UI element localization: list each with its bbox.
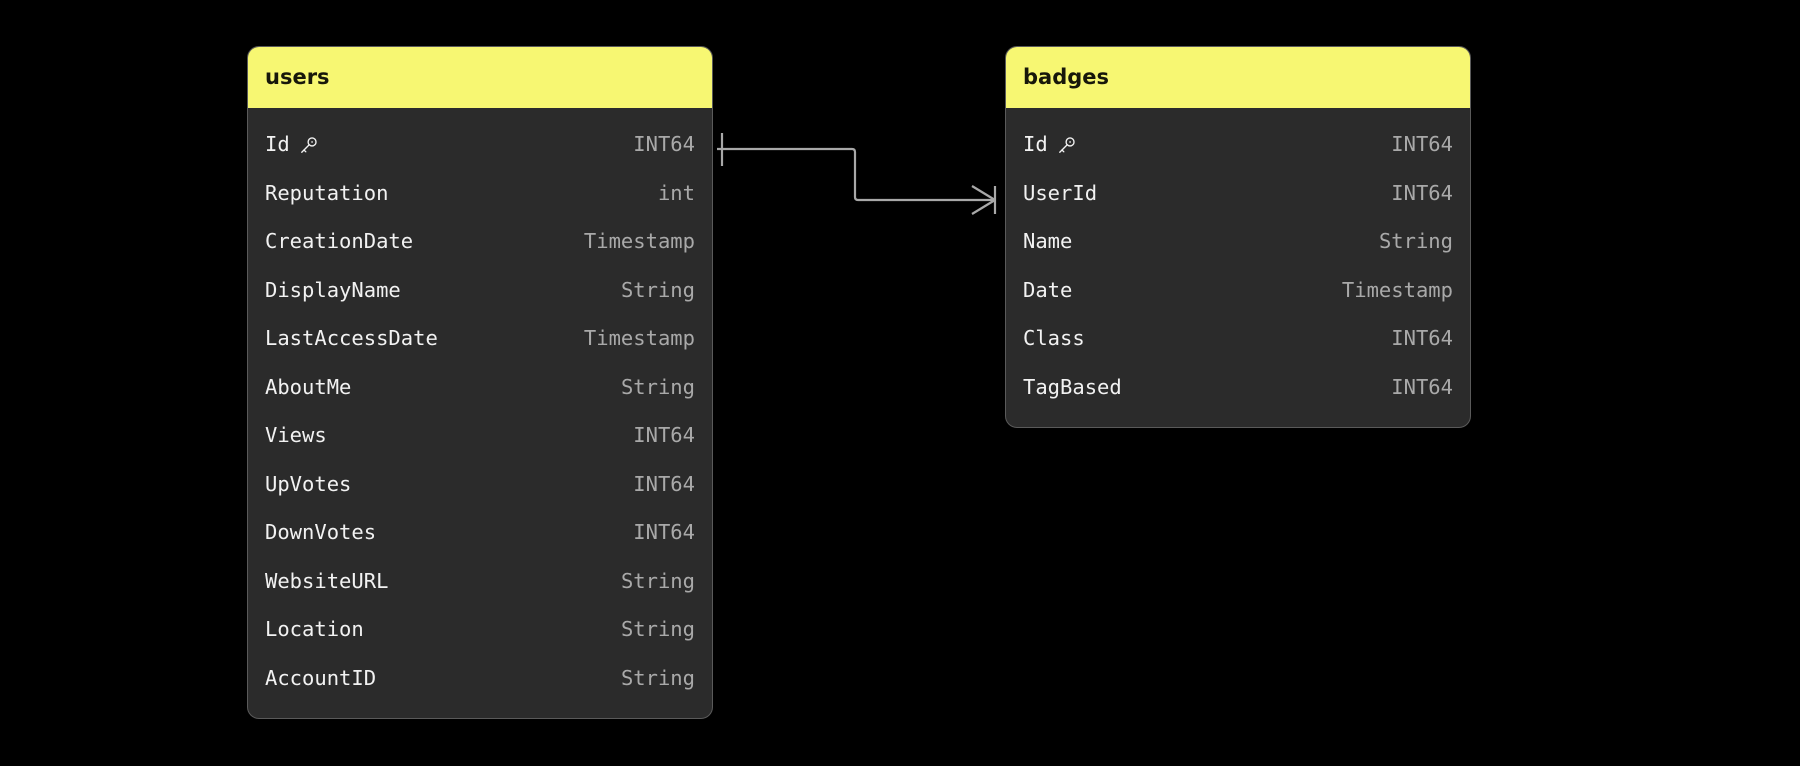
field-type: String (620, 374, 695, 399)
field-name: DownVotes (265, 520, 376, 544)
field-name: Location (265, 617, 364, 641)
field-type: INT64 (1391, 374, 1453, 399)
field-name: AboutMe (265, 375, 351, 399)
cardinality-many-marker (971, 185, 997, 215)
field-name: Id (265, 132, 318, 156)
field-type: INT64 (633, 132, 695, 157)
field-name: TagBased (1023, 375, 1122, 399)
field-name: Name (1023, 229, 1072, 253)
field-label: Location (265, 617, 364, 642)
field-label: UserId (1023, 180, 1098, 205)
field-label: AboutMe (265, 374, 352, 399)
field-type: Timestamp (583, 229, 695, 254)
field-label: UpVotes (265, 471, 352, 496)
field-row-tagbased[interactable]: TagBased INT64 (1006, 363, 1470, 412)
field-name: Views (265, 423, 327, 447)
field-label: Id (265, 132, 290, 157)
field-type: String (620, 617, 695, 642)
field-row-accountid[interactable]: AccountID String (248, 654, 712, 703)
field-row-downvotes[interactable]: DownVotes INT64 (248, 508, 712, 557)
field-type: INT64 (633, 423, 695, 448)
field-label: Class (1023, 326, 1085, 351)
field-row-id[interactable]: Id INT64 (1006, 120, 1470, 169)
field-name: Class (1023, 326, 1085, 350)
entity-card-badges[interactable]: badges Id INT64 (1005, 46, 1471, 428)
field-name: Date (1023, 278, 1072, 302)
entity-title-badges[interactable]: badges (1006, 47, 1470, 108)
field-type: String (1378, 229, 1453, 254)
field-label: Date (1023, 277, 1073, 302)
field-type: INT64 (1391, 326, 1453, 351)
relationship-users-badges[interactable] (717, 133, 997, 215)
field-label: Reputation (265, 180, 389, 205)
field-label: AccountID (265, 665, 377, 690)
field-type: String (620, 568, 695, 593)
field-label: DownVotes (265, 520, 377, 545)
field-row-location[interactable]: Location String (248, 605, 712, 654)
field-row-userid[interactable]: UserId INT64 (1006, 169, 1470, 218)
entity-field-list-badges: Id INT64 UserId INT64 (1006, 108, 1470, 427)
field-label: Id (1023, 132, 1048, 157)
field-row-views[interactable]: Views INT64 (248, 411, 712, 460)
entity-field-list-users: Id INT64 Reputation int (248, 108, 712, 718)
field-row-class[interactable]: Class INT64 (1006, 314, 1470, 363)
field-name: CreationDate (265, 229, 413, 253)
field-type: Timestamp (1341, 277, 1453, 302)
field-row-date[interactable]: Date Timestamp (1006, 266, 1470, 315)
field-name: UpVotes (265, 472, 351, 496)
field-name: Id (1023, 132, 1076, 156)
key-icon (299, 136, 318, 155)
field-type: String (620, 277, 695, 302)
field-row-reputation[interactable]: Reputation int (248, 169, 712, 218)
field-name: WebsiteURL (265, 569, 388, 593)
field-name: UserId (1023, 181, 1097, 205)
field-name: Reputation (265, 181, 388, 205)
field-row-aboutme[interactable]: AboutMe String (248, 363, 712, 412)
field-label: Name (1023, 229, 1073, 254)
field-label: LastAccessDate (265, 326, 438, 351)
field-label: CreationDate (265, 229, 414, 254)
field-label: DisplayName (265, 277, 401, 302)
field-row-name[interactable]: Name String (1006, 217, 1470, 266)
field-row-upvotes[interactable]: UpVotes INT64 (248, 460, 712, 509)
field-type: INT64 (1391, 180, 1453, 205)
field-type: INT64 (633, 520, 695, 545)
field-name: DisplayName (265, 278, 401, 302)
field-row-websiteurl[interactable]: WebsiteURL String (248, 557, 712, 606)
field-row-id[interactable]: Id INT64 (248, 120, 712, 169)
field-type: INT64 (1391, 132, 1453, 157)
field-label: Views (265, 423, 327, 448)
field-type: String (620, 665, 695, 690)
key-icon (1057, 136, 1076, 155)
field-type: INT64 (633, 471, 695, 496)
entity-card-users[interactable]: users Id INT64 (247, 46, 713, 719)
field-name: LastAccessDate (265, 326, 438, 350)
field-row-lastaccessdate[interactable]: LastAccessDate Timestamp (248, 314, 712, 363)
field-type: int (657, 180, 695, 205)
field-name: AccountID (265, 666, 376, 690)
field-type: Timestamp (583, 326, 695, 351)
field-label: WebsiteURL (265, 568, 389, 593)
field-row-creationdate[interactable]: CreationDate Timestamp (248, 217, 712, 266)
field-label: TagBased (1023, 374, 1122, 399)
entity-title-users[interactable]: users (248, 47, 712, 108)
field-row-displayname[interactable]: DisplayName String (248, 266, 712, 315)
